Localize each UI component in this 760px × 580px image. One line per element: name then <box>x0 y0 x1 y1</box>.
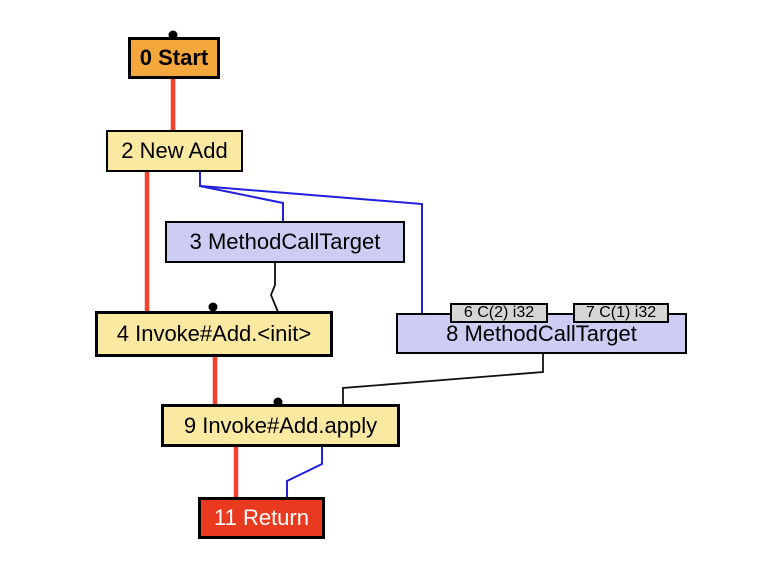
edge-assoc-mct3-to-invokeinit <box>270 262 279 313</box>
node-label: 11 Return <box>214 505 309 530</box>
node-label: 2 New Add <box>121 138 228 163</box>
node-label: 7 C(1) i32 <box>585 304 657 321</box>
node-label: 8 MethodCallTarget <box>446 320 637 346</box>
node-9-invoke-apply[interactable]: 9 Invoke#Add.apply <box>161 404 400 447</box>
node-3-methodcalltarget[interactable]: 3 MethodCallTarget <box>165 221 405 263</box>
node-label: 0 Start <box>139 45 209 70</box>
edge-value-newadd-to-mct3 <box>199 171 284 222</box>
node-11-return[interactable]: 11 Return <box>198 497 325 539</box>
node-label: 4 Invoke#Add.<init> <box>116 321 312 346</box>
node-2-new-add[interactable]: 2 New Add <box>106 130 243 172</box>
node-4-invoke-init[interactable]: 4 Invoke#Add.<init> <box>95 311 333 357</box>
node-0-start[interactable]: 0 Start <box>128 37 220 79</box>
node-label: 3 MethodCallTarget <box>189 229 381 254</box>
node-6-constant[interactable]: 6 C(2) i32 <box>450 303 548 323</box>
node-7-constant[interactable]: 7 C(1) i32 <box>573 303 669 323</box>
edge-value-newadd-to-mct8 <box>199 171 423 314</box>
node-label: 9 Invoke#Add.apply <box>183 412 378 438</box>
edge-assoc-mct8-to-invokeapply <box>342 353 544 405</box>
node-label: 6 C(2) i32 <box>463 304 535 321</box>
edge-value-invokeapply-to-return <box>286 446 323 498</box>
input-port-dot <box>208 302 218 312</box>
